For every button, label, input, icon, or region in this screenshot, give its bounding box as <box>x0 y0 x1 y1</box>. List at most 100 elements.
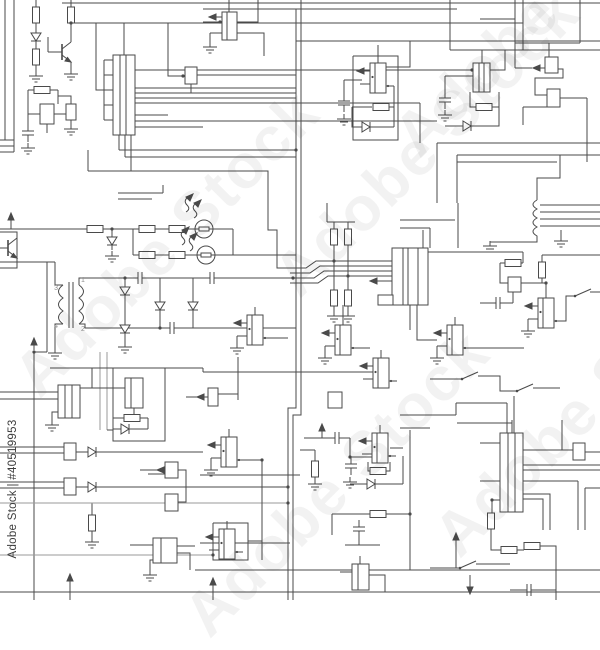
wire <box>177 552 191 570</box>
ground-symbol <box>483 241 497 253</box>
diode <box>106 236 118 246</box>
resistor <box>330 228 338 246</box>
resistor <box>88 514 96 532</box>
component-box <box>546 88 561 108</box>
ground-symbol <box>21 143 35 155</box>
arrow-up-icon <box>66 572 74 582</box>
arrow-left-icon <box>207 13 217 21</box>
ic-chip <box>391 247 429 306</box>
capacitor <box>328 432 346 444</box>
transistor-block <box>371 75 374 79</box>
stock-watermark-id: Adobe Stock | #40519953 <box>7 419 19 559</box>
resistor <box>523 542 541 550</box>
ground-symbol <box>203 42 217 54</box>
wire <box>523 493 551 530</box>
ground-symbol <box>318 353 332 365</box>
wire <box>58 95 72 104</box>
diode <box>366 478 376 490</box>
capacitor <box>489 297 507 309</box>
ground-symbol <box>521 326 535 338</box>
wire <box>237 32 265 56</box>
resistor <box>330 289 338 307</box>
wire <box>290 265 392 274</box>
resistor <box>344 289 352 307</box>
wire <box>290 275 392 284</box>
diode <box>120 423 130 435</box>
junction-dot <box>181 74 185 78</box>
ground-symbol <box>438 110 452 122</box>
transformer <box>68 282 74 328</box>
wire <box>555 295 575 322</box>
transformer <box>58 284 64 325</box>
wire <box>351 107 357 128</box>
resistor <box>138 251 156 259</box>
resistor <box>33 86 51 94</box>
component-box <box>164 461 179 479</box>
component-box <box>544 56 559 74</box>
transistor-block <box>374 370 377 374</box>
ic-chip <box>499 432 524 513</box>
wire <box>178 469 187 503</box>
transistor-block <box>388 454 392 458</box>
resistor <box>123 414 141 422</box>
wire <box>478 375 517 392</box>
transistor-block <box>539 310 542 314</box>
light-emission-arrow <box>189 232 198 241</box>
junction-dot <box>211 553 215 557</box>
arrow-up-icon <box>318 422 326 432</box>
diode <box>119 286 131 296</box>
arrow-left-icon <box>523 302 533 310</box>
capacitor <box>131 272 149 284</box>
wire <box>386 41 411 68</box>
wire <box>540 545 557 600</box>
transistor-block <box>463 346 467 350</box>
resistor <box>487 512 495 530</box>
resistor <box>372 103 390 111</box>
component-box <box>507 276 522 293</box>
capacitor <box>203 272 221 284</box>
resistor <box>369 467 387 475</box>
ground-symbol <box>118 342 132 354</box>
diode <box>119 324 131 334</box>
component-box <box>377 294 394 306</box>
ground-symbol <box>554 236 568 248</box>
resistor <box>475 103 493 111</box>
junction-dot <box>348 455 352 459</box>
light-emission-arrow <box>192 202 198 219</box>
ground-symbol <box>85 537 99 549</box>
wire <box>469 92 476 108</box>
wire <box>523 498 544 530</box>
component-box <box>207 387 219 407</box>
arrow-left-icon <box>204 533 214 541</box>
transistor <box>64 56 73 63</box>
transistor-block <box>448 337 451 341</box>
ground-symbol <box>341 311 355 323</box>
arrow-down-icon <box>466 586 474 596</box>
arrow-left-icon <box>232 319 242 327</box>
capacitor <box>520 584 538 596</box>
transistor-block <box>237 458 241 462</box>
resistor <box>311 460 319 478</box>
junction-dot <box>490 498 494 502</box>
ic-chip <box>57 384 81 419</box>
light-emission-arrow <box>184 196 190 213</box>
junction-dot <box>218 20 222 24</box>
transistor-block <box>389 379 393 383</box>
transformer <box>78 284 84 325</box>
diode <box>87 446 97 458</box>
arrow-left-icon <box>357 437 367 445</box>
junction-dot <box>110 227 114 231</box>
wire <box>352 55 399 141</box>
wire <box>237 0 259 23</box>
capacitor <box>338 94 350 112</box>
ground-symbol <box>337 114 351 126</box>
junction-dot <box>291 276 295 280</box>
ground-symbol <box>343 477 357 489</box>
junction-dot <box>260 458 264 462</box>
capacitor <box>439 91 451 109</box>
wire <box>290 270 392 279</box>
wire <box>0 231 18 269</box>
component-box <box>65 103 77 121</box>
arrow-left-icon <box>355 67 365 75</box>
